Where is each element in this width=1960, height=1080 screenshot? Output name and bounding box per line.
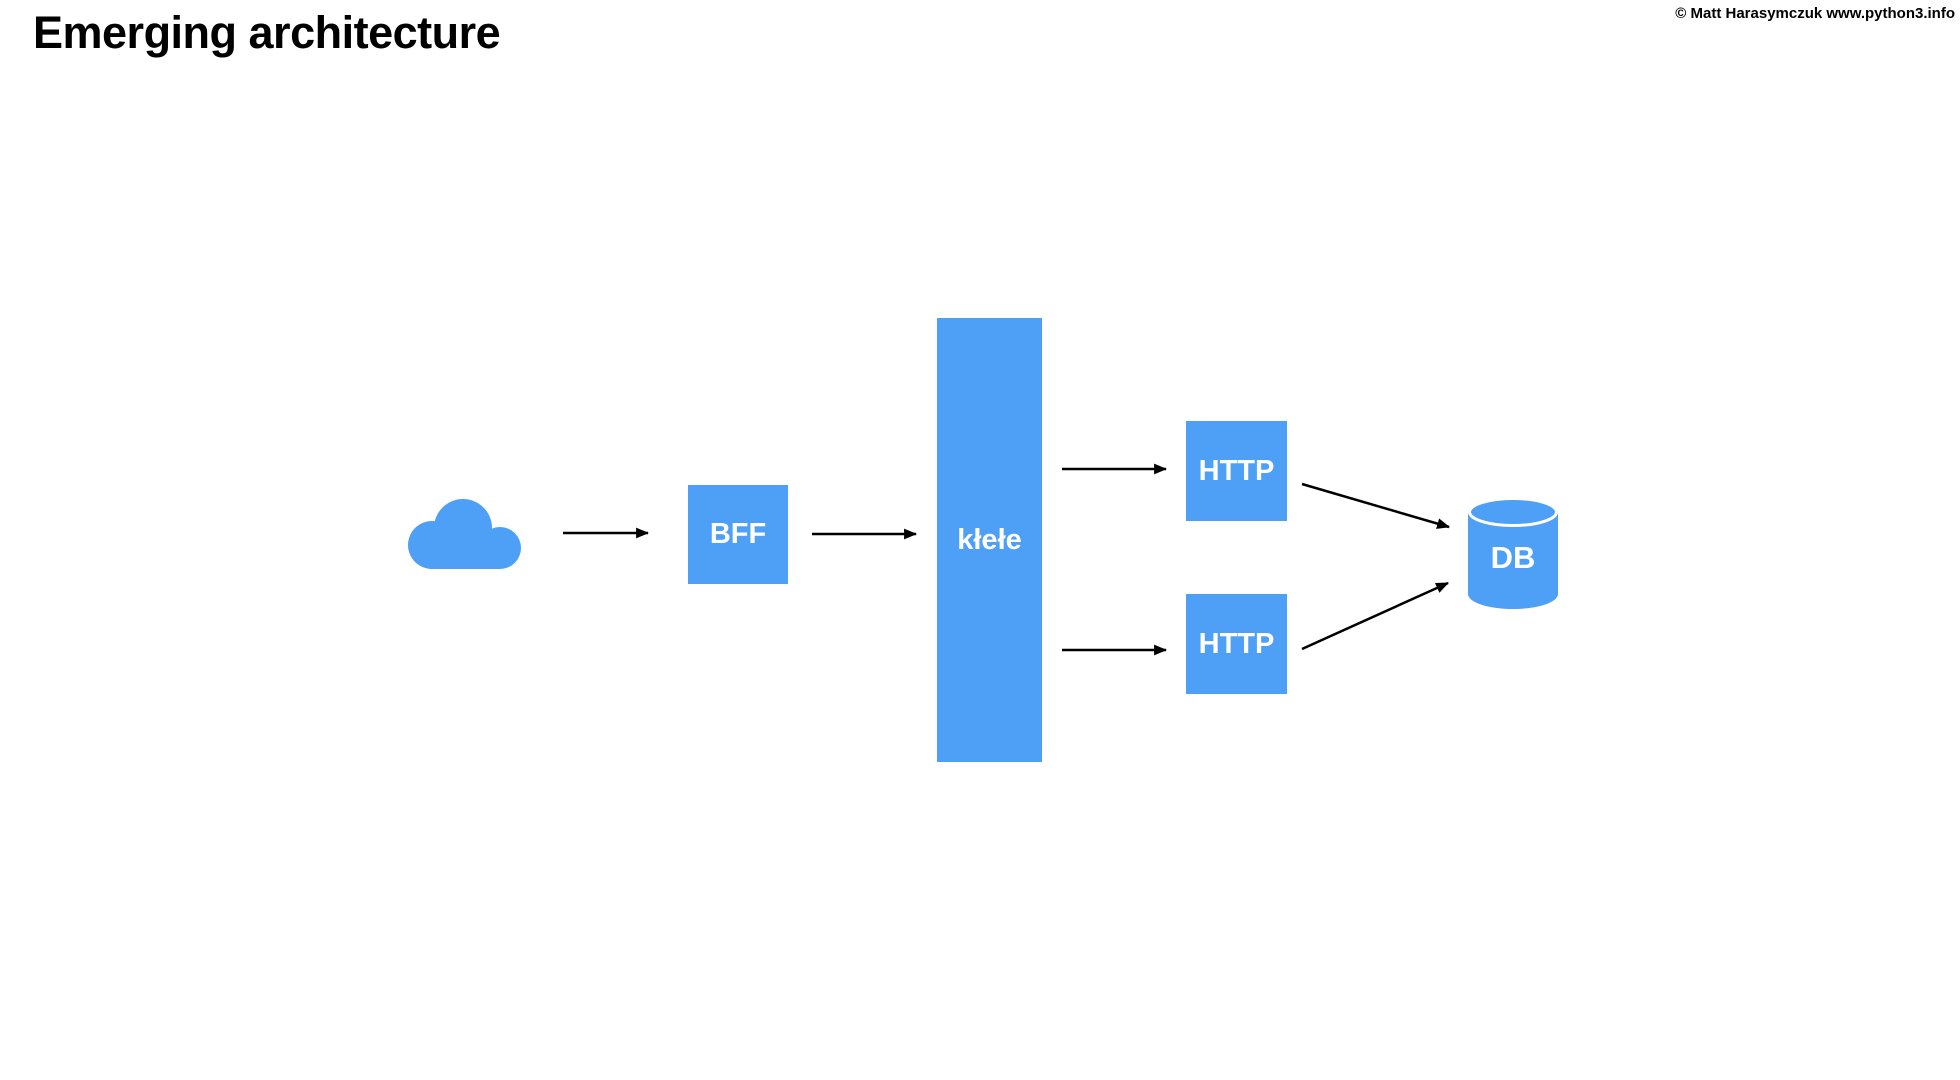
copyright: © Matt Harasymczuk www.python3.info (1675, 5, 1955, 22)
node-http-bottom: HTTP (1186, 594, 1287, 694)
node-bff-label: BFF (709, 518, 767, 550)
node-klele: kłełe (937, 318, 1042, 762)
page-title: Emerging architecture (33, 7, 501, 58)
arrow-http-top-to-db (1301, 482, 1451, 529)
cloud-icon (408, 499, 521, 569)
node-http-top-label: HTTP (1198, 454, 1275, 487)
node-http-bottom-label: HTTP (1198, 627, 1275, 660)
database-cylinder-icon: DB (1468, 497, 1558, 609)
arrow-http-bottom-to-db (1301, 581, 1449, 651)
node-http-top: HTTP (1186, 421, 1287, 521)
node-klele-label: kłełe (957, 523, 1022, 556)
node-db-label: DB (1491, 540, 1536, 575)
node-bff: BFF (688, 485, 788, 584)
